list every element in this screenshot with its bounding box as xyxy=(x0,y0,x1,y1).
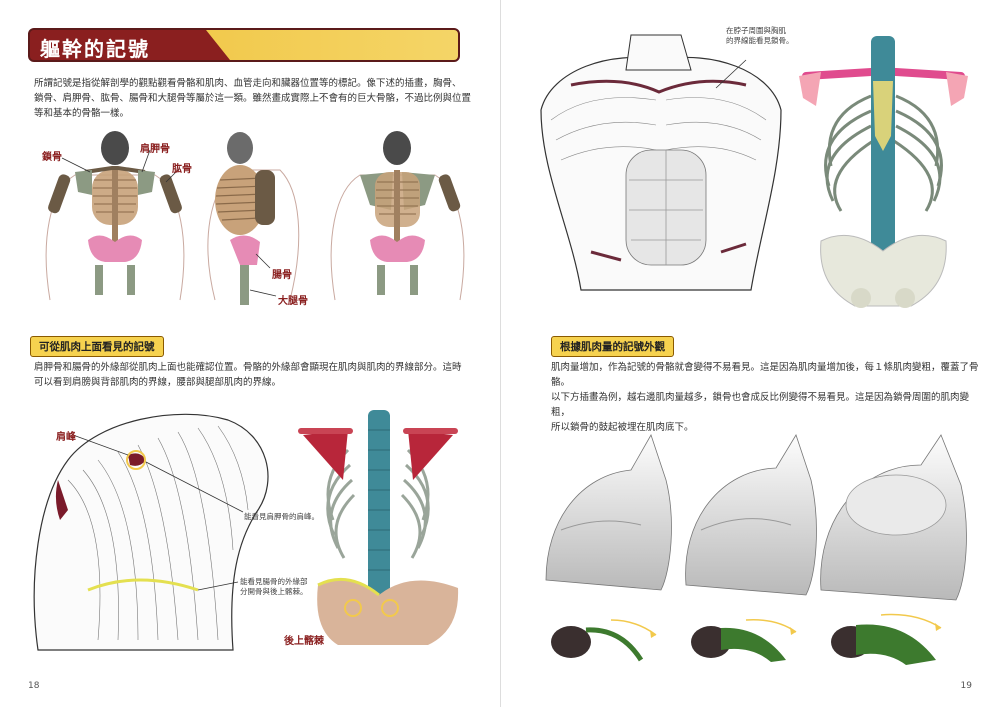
scapula-front-r xyxy=(138,170,155,195)
label-femur: 大腿骨 xyxy=(278,296,308,307)
label-scapula: 肩胛骨 xyxy=(140,144,170,155)
intro-line-3: 等和基本的骨骼一樣。 xyxy=(34,108,130,119)
note-ilium-line-2: 分開骨與後上髂棘。 xyxy=(240,587,308,596)
muscle-mass-comparison xyxy=(545,434,967,665)
cross-section-3 xyxy=(831,613,942,665)
bust-heavy xyxy=(820,434,967,601)
section-label-right: 根據肌肉量的記號外觀 xyxy=(551,336,674,357)
section-right-line-2: 骼。 xyxy=(551,377,571,388)
humerus-front-r xyxy=(159,174,182,214)
note-ilium-line-1: 能看見腸骨的外緣部 xyxy=(240,577,308,586)
intro-line-1: 所謂記號是指從解剖學的觀點觀看骨骼和肌肉、血管走向和臟器位置等的標記。像下述的插… xyxy=(34,78,462,89)
scapula-back-red-l xyxy=(303,430,348,480)
pelvis-back xyxy=(370,235,425,262)
scapula-back-red-r xyxy=(408,430,453,480)
pelvis-front xyxy=(88,235,142,262)
cross-section-1 xyxy=(551,619,657,662)
back-skeleton-figure xyxy=(298,410,459,645)
label-acromion: 肩峰 xyxy=(56,432,76,443)
section-right-line-4: 所以鎖骨的鼓起被埋在肌肉底下。 xyxy=(551,422,694,433)
torso-muscle-figure xyxy=(540,34,782,291)
section-left-line-2: 可以看到肩膀與背部肌肉的界線，腰部與腿部肌肉的界線。 xyxy=(34,377,282,388)
skeleton-side xyxy=(207,132,300,305)
section-paragraph-left: 肩胛骨和腸骨的外緣部從肌肉上面也能確認位置。骨骼的外緣部會顯現在肌肉與肌肉的界線… xyxy=(34,360,474,390)
skeleton-back xyxy=(330,131,465,301)
ribcage-side xyxy=(215,165,265,235)
front-skeleton-figure xyxy=(799,36,968,308)
section-right-line-3: 以下方插畫為例，越右邊肌肉量越多，鎖骨也會成反比例變得不易看見。這是因為鎖骨周圍… xyxy=(551,392,970,418)
note-ilium: 能看見腸骨的外緣部 分開骨與後上髂棘。 xyxy=(240,577,308,597)
intro-line-2: 鎖骨、肩胛骨、肱骨、腸骨和大腿骨等屬於這一類。雖然畫成實際上不會有的巨大骨骼，不… xyxy=(34,93,472,104)
skeleton-figures xyxy=(45,131,465,305)
chapter-header-band xyxy=(30,30,230,60)
scapula-pink-r xyxy=(946,72,968,106)
label-psis: 後上髂棘 xyxy=(284,636,324,647)
pelvis-back-tan xyxy=(317,579,459,645)
note-scapula: 能看見肩胛骨的肩峰。 xyxy=(244,512,319,521)
label-ilium: 腸骨 xyxy=(272,270,292,281)
humerus-front-l xyxy=(48,174,71,214)
skull-front xyxy=(101,131,129,165)
bust-medium xyxy=(685,434,817,596)
scapula-front-l xyxy=(75,170,92,195)
chapter-header: 軀幹的記號 xyxy=(28,28,460,62)
section-right-line-1: 肌肉量增加，作為記號的骨骼就會變得不易看見。這是因為肌肉量增加後，每１條肌肉變粗… xyxy=(551,362,979,373)
humerus-side xyxy=(255,170,275,225)
note-clavicle: 在脖子周圍與胸肌 的界線能看見鎖骨。 xyxy=(726,26,794,46)
pelvis-front-grey xyxy=(820,234,947,307)
skull-back xyxy=(383,131,411,165)
sternum xyxy=(873,81,893,151)
back-muscle-figure xyxy=(33,413,269,651)
note-clavicle-line-1: 在脖子周圍與胸肌 xyxy=(726,26,786,35)
scapula-pink-l xyxy=(799,72,821,106)
skull-side xyxy=(227,132,253,164)
acromion-marker xyxy=(128,453,146,466)
page-number-right: 19 xyxy=(960,681,972,691)
left-page: 軀幹的記號 所謂記號是指從解剖學的觀點觀看骨骼和肌肉、血管走向和臟器位置等的標記… xyxy=(28,28,474,691)
cross-section-2 xyxy=(691,619,797,662)
section-label-left: 可從肌肉上面看見的記號 xyxy=(30,336,164,357)
skeleton-front xyxy=(45,131,185,301)
ilium-side xyxy=(230,235,260,265)
femur-side xyxy=(240,265,249,305)
clavicle-marker xyxy=(570,79,747,94)
label-humerus: 肱骨 xyxy=(172,164,192,175)
section-paragraph-right: 肌肉量增加，作為記號的骨骼就會變得不易看見。這是因為肌肉量增加後，每１條肌肉變粗… xyxy=(551,360,981,435)
section-left-line-1: 肩胛骨和腸骨的外緣部從肌肉上面也能確認位置。骨骼的外緣部會顯現在肌肉與肌肉的界線… xyxy=(34,362,462,373)
right-page: 在脖子周圍與胸肌 的界線能看見鎖骨。 根據肌肉量的記號外觀 肌肉量增加，作為記號… xyxy=(500,0,1000,707)
bust-light xyxy=(545,434,672,591)
page-number-left: 18 xyxy=(28,681,40,691)
note-clavicle-line-2: 的界線能看見鎖骨。 xyxy=(726,36,794,45)
chapter-title: 軀幹的記號 xyxy=(40,37,150,61)
label-clavicle: 鎖骨 xyxy=(42,152,62,163)
intro-paragraph: 所謂記號是指從解剖學的觀點觀看骨骼和肌肉、血管走向和臟器位置等的標記。像下述的插… xyxy=(34,76,474,121)
clavicle-front xyxy=(84,166,146,174)
